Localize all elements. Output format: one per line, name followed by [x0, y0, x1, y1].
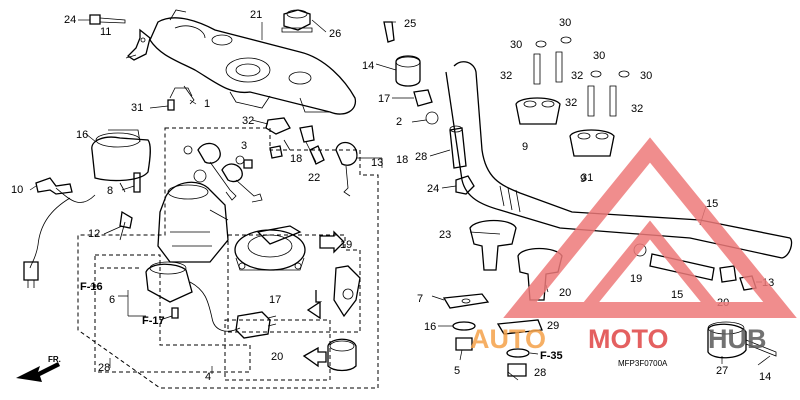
key-10: [335, 141, 358, 197]
part-callout-number: 28: [415, 151, 427, 163]
part-callout-number: 26: [329, 28, 341, 40]
part-callout-number: 32: [500, 70, 512, 82]
part-callout-number: 19: [630, 273, 642, 285]
part-callout-number: 17: [269, 294, 281, 306]
part-callout-number: 22: [308, 172, 320, 184]
part-callout-number: 32: [565, 97, 577, 109]
harness-clip: [23, 177, 96, 288]
part-callout-number: 8: [107, 185, 113, 197]
part-callout-number: 27: [716, 365, 728, 377]
grip-left: [449, 125, 467, 169]
key-cylinder-bolt: [167, 85, 195, 111]
part-callout-number: 16: [424, 321, 436, 333]
upper-holder-right: [569, 129, 615, 157]
part-callout-number: 24: [427, 183, 439, 195]
part-callout-number: 28: [534, 367, 546, 379]
ignition-cover: [91, 129, 151, 193]
part-callout-number: 2: [396, 116, 402, 128]
part-callout-number: 5: [454, 365, 460, 377]
part-callout-number: 30: [559, 17, 571, 29]
part-callout-number: 14: [759, 371, 771, 383]
part-callout-number: 32: [631, 103, 643, 115]
part-callout-number: 31: [131, 102, 143, 114]
part-callout-number: 11: [100, 26, 111, 38]
bar-end-weight-right: [707, 321, 777, 359]
part-callout-number: 10: [11, 184, 23, 196]
part-callout-number: 30: [640, 70, 652, 82]
watermark-brand-mid: MOTO: [588, 324, 669, 354]
top-bridge: [149, 9, 357, 115]
fuel-cap-assembly: [234, 225, 345, 271]
part-callout-number: 9: [580, 173, 586, 185]
part-callout-number: 15: [671, 289, 683, 301]
seat-lock: [306, 265, 361, 320]
bolt-top-left: [89, 14, 126, 25]
small-parts-center: [243, 117, 325, 169]
part-callout-number: 6: [109, 294, 115, 306]
handlebar: [445, 61, 793, 259]
part-callout-number: 25: [404, 18, 416, 30]
front-arrow: [16, 362, 60, 382]
part-callout-number: 14: [362, 60, 374, 72]
figure-reference-label: F-35: [540, 350, 563, 362]
helmet-holder: [302, 338, 357, 372]
part-callout-number: 4: [205, 371, 211, 383]
watermark-triangle-inner: [572, 220, 728, 316]
screws-22-23: [119, 172, 141, 241]
ignition-switch-body: [157, 169, 229, 263]
stem-nut: [281, 9, 313, 33]
part-callout-number: 16: [76, 129, 88, 141]
front-label: FR.: [48, 355, 61, 364]
part-callout-number: 21: [250, 9, 262, 21]
part-callout-number: 9: [522, 141, 528, 153]
part-callout-number: 29: [547, 320, 559, 332]
dashed-group-frames: [77, 127, 379, 389]
figure-reference-label: F-17: [142, 315, 165, 327]
part-callout-number: 32: [242, 115, 254, 127]
watermark-brand-right: HUB: [708, 324, 767, 354]
holder-bolts: [533, 36, 630, 117]
part-callout-number: 30: [593, 50, 605, 62]
part-callout-number: 1: [204, 98, 210, 110]
part-callout-number: 19: [340, 239, 352, 251]
key-set-left: [183, 142, 263, 203]
seat-lock-switch: [145, 261, 277, 339]
watermark-brand-left: AUTO: [470, 324, 546, 354]
part-callout-number: 28: [98, 362, 110, 374]
wire-clamp: [126, 28, 151, 61]
part-callout-number: 18: [290, 153, 302, 165]
part-callout-number: 13: [371, 157, 383, 169]
part-callout-number: 23: [439, 229, 451, 241]
part-callout-number: 15: [706, 198, 718, 210]
part-callout-number: 18: [396, 154, 408, 166]
part-callout-number: 24: [64, 14, 76, 26]
part-callout-number: 31: [581, 172, 593, 184]
diagram-code: MFP3F0700A: [618, 359, 668, 368]
figure-reference-label: F-16: [80, 281, 103, 293]
part-callout-number: 20: [559, 287, 571, 299]
part-callout-number: 7: [417, 293, 423, 305]
part-callout-number: 17: [378, 93, 390, 105]
lower-holder-left: [469, 219, 517, 271]
bar-end-weight-left: [383, 21, 421, 87]
part-callout-number: 30: [510, 39, 522, 51]
upper-holder-left: [515, 97, 561, 125]
part-callout-number: 20: [271, 351, 283, 363]
small-parts-left-bar: [413, 89, 475, 195]
part-callout-number: 32: [571, 70, 583, 82]
part-callout-number: 3: [241, 140, 247, 152]
watermark-logo: AUTO MOTO HUB: [470, 137, 797, 354]
part-callout-number: 12: [88, 228, 100, 240]
